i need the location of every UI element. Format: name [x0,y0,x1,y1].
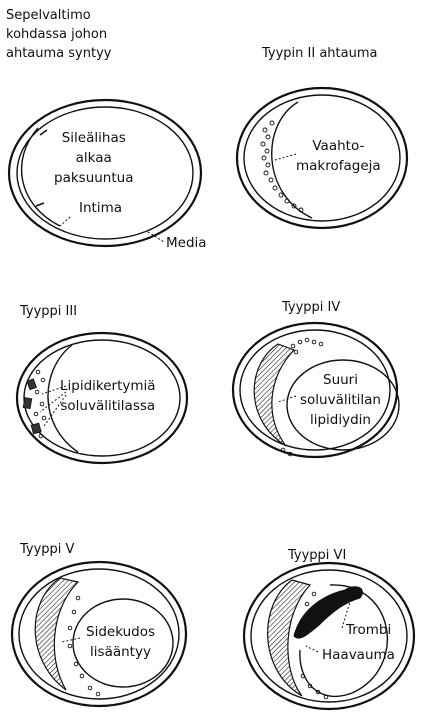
label-line: lisääntyy [86,642,155,662]
fibrous-lipid-core [35,578,78,690]
panel-3-title: Tyyppi III [20,302,77,321]
label-line: soluvälitilan [300,390,381,410]
label-media: Media [166,233,207,253]
panel-5-title: Tyyppi V [20,540,74,559]
label-thrombus: Trombi [346,620,391,640]
title-line: kohdassa johon [6,25,111,44]
label-smooth-muscle: Sileälihas alkaa paksuuntua [54,128,133,188]
title-line: ahtauma syntyy [6,44,111,63]
panel-1-title: Sepelvaltimo kohdassa johon ahtauma synt… [6,6,111,63]
label-line: soluvälitilassa [60,396,156,416]
label-line: Sileälihas [54,128,133,148]
label-line: paksuuntua [54,168,133,188]
label-line: Lipidikertymiä [60,376,156,396]
label-line: Vaahto- [296,136,381,156]
label-ulcer: Haavauma [322,645,395,665]
label-foam-macrophages: Vaahto- makrofageja [296,136,381,176]
label-leader [275,154,296,160]
label-leader [62,638,80,642]
fibrous-lipid-core [268,580,310,696]
label-leader-ulcer [306,646,318,652]
label-line: Sidekudos [86,622,155,642]
label-line: makrofageja [296,156,381,176]
label-line: alkaa [54,148,133,168]
panel-6-title: Tyyppi VI [288,546,346,565]
label-lipid-core: Suuri soluvälitilan lipidiydin [300,370,381,430]
label-line: Suuri [300,370,381,390]
panel-4-title: Tyyppi IV [282,298,340,317]
title-line: Sepelvaltimo [6,6,111,25]
label-intima: Intima [79,198,122,218]
panel-2-title: Tyypin II ahtauma [262,44,377,63]
label-leader-intima [60,217,70,226]
label-line: lipidiydin [300,410,381,430]
label-lipid-deposits: Lipidikertymiä soluvälitilassa [60,376,156,416]
smooth-muscle-marker-bottom [36,203,44,206]
label-connective-tissue: Sidekudos lisääntyy [86,622,155,662]
smooth-muscle-marker-top [40,130,47,135]
